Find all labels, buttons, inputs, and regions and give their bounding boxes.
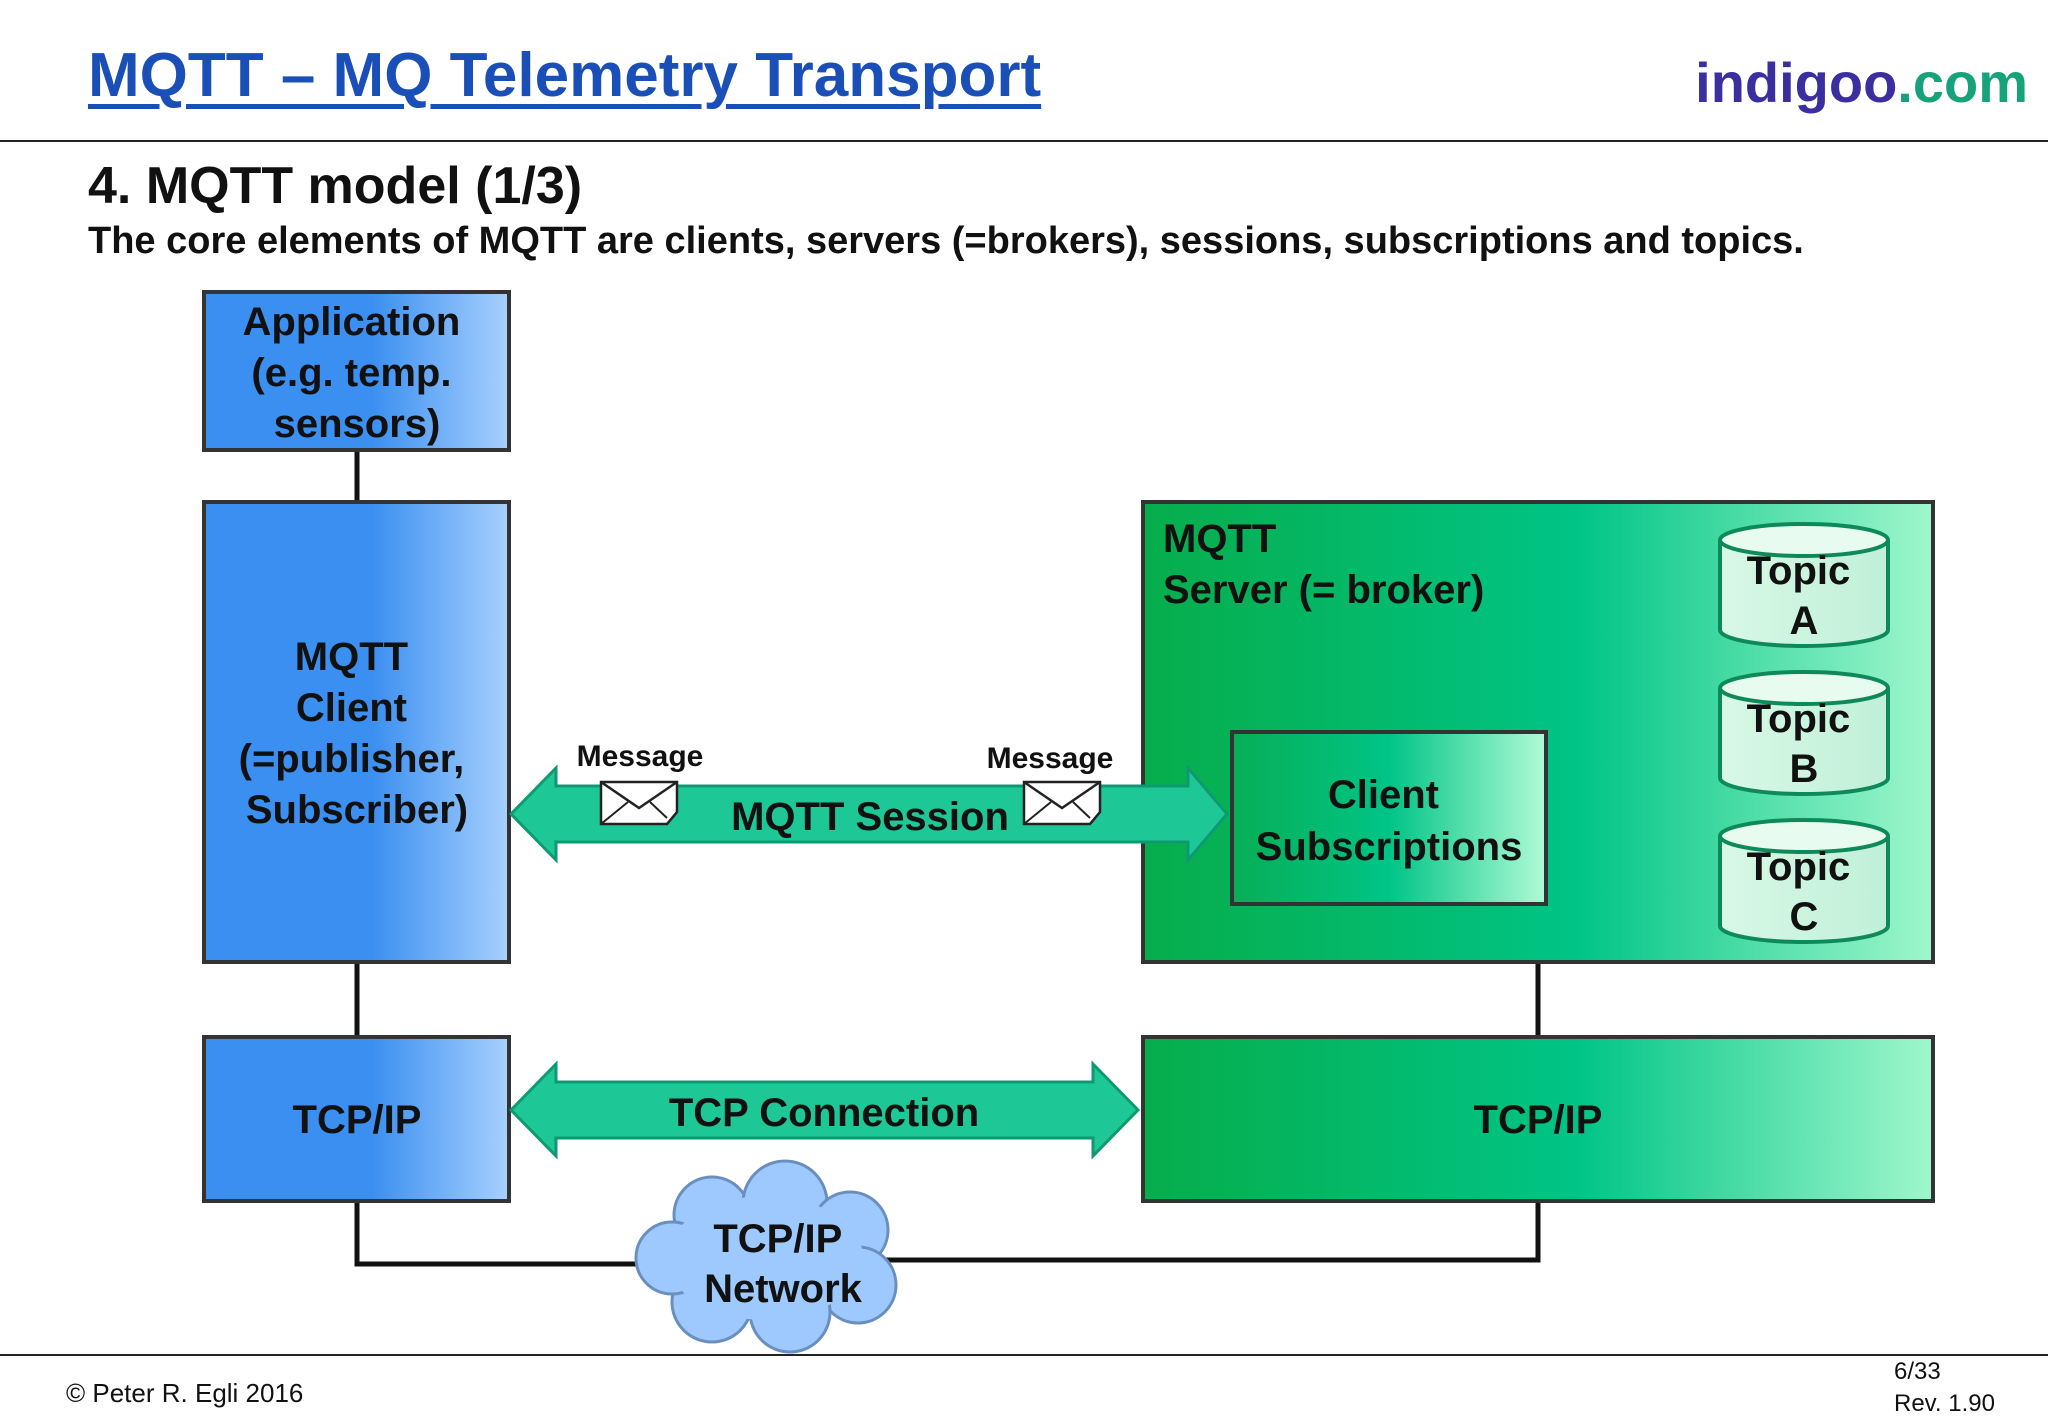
- mqtt-client-label: MQTT Client (=publisher, Subscriber): [239, 635, 476, 832]
- network-cloud-icon: [634, 1159, 898, 1354]
- tcp-connection-arrow: [508, 1060, 1141, 1160]
- network-label: TCP/IP Network: [704, 1217, 863, 1311]
- application-label: Application (e.g. temp. sensors): [243, 300, 472, 446]
- topic-b-label: Topic B: [1747, 697, 1862, 791]
- envelope-icon: [599, 780, 679, 826]
- message-right-label: Message: [987, 742, 1114, 775]
- mqtt-session-label: MQTT Session: [731, 795, 1009, 839]
- application-box: [202, 290, 511, 452]
- topic-c-cylinder: Topic C: [1718, 818, 1890, 944]
- copyright-text: © Peter R. Egli 2016: [66, 1378, 304, 1408]
- header-divider: [0, 140, 2048, 142]
- message-left-label: Message: [577, 740, 704, 773]
- server-tcpip-label: TCP/IP: [1474, 1098, 1603, 1142]
- topic-c-label: Topic C: [1747, 845, 1862, 939]
- envelope-icon: [1022, 780, 1102, 826]
- footer-divider: [0, 1354, 2048, 1356]
- revision-text: Rev. 1.90: [1894, 1390, 1995, 1417]
- client-tcpip-box: [202, 1035, 511, 1203]
- tcp-connection-label: TCP Connection: [669, 1091, 979, 1135]
- client-subscriptions-label: Client Subscriptions: [1256, 773, 1523, 869]
- section-heading: 4. MQTT model (1/3): [88, 157, 583, 215]
- client-tcpip-label: TCP/IP: [293, 1098, 422, 1142]
- brand-name: indigoo: [1695, 51, 1898, 114]
- mqtt-server-label: MQTT Server (= broker): [1163, 517, 1484, 612]
- topic-a-label: Topic A: [1747, 549, 1862, 643]
- topic-a-cylinder: Topic A: [1718, 522, 1890, 648]
- brand-logo: indigoo.com: [1695, 50, 2028, 115]
- page-number: 6/33: [1894, 1358, 1941, 1385]
- brand-domain: .com: [1897, 51, 2028, 114]
- section-intro: The core elements of MQTT are clients, s…: [88, 220, 1804, 262]
- topic-b-cylinder: Topic B: [1718, 670, 1890, 796]
- page-title: MQTT – MQ Telemetry Transport: [88, 41, 1042, 110]
- server-tcpip-box: [1141, 1035, 1935, 1203]
- mqtt-client-box: [202, 500, 511, 964]
- client-subscriptions-box: [1230, 730, 1548, 906]
